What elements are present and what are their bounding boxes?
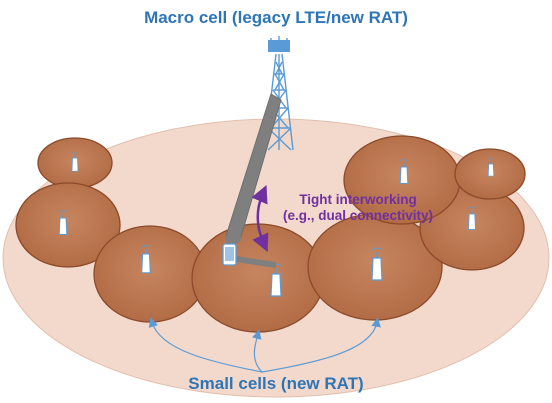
- macro-link-end: [225, 234, 241, 244]
- small-cell-coverage: [15, 182, 121, 268]
- small-cell-link: [236, 256, 276, 268]
- small-cell-coverage: [93, 225, 207, 323]
- interworking-label: Tight interworking (e.g., dual connectiv…: [283, 192, 433, 224]
- interworking-arrow: [251, 184, 269, 252]
- interworking-label-line2: (e.g., dual connectivity): [283, 208, 434, 223]
- small-cell-coverage: [191, 223, 325, 333]
- interworking-label-line1: Tight interworking: [299, 192, 417, 207]
- small-cells-label: Small cells (new RAT): [188, 374, 364, 393]
- small-cell-pointers: [148, 317, 381, 373]
- mobile-device-icon: [222, 243, 237, 266]
- macro-cell-label: Macro cell (legacy LTE/new RAT): [144, 8, 408, 27]
